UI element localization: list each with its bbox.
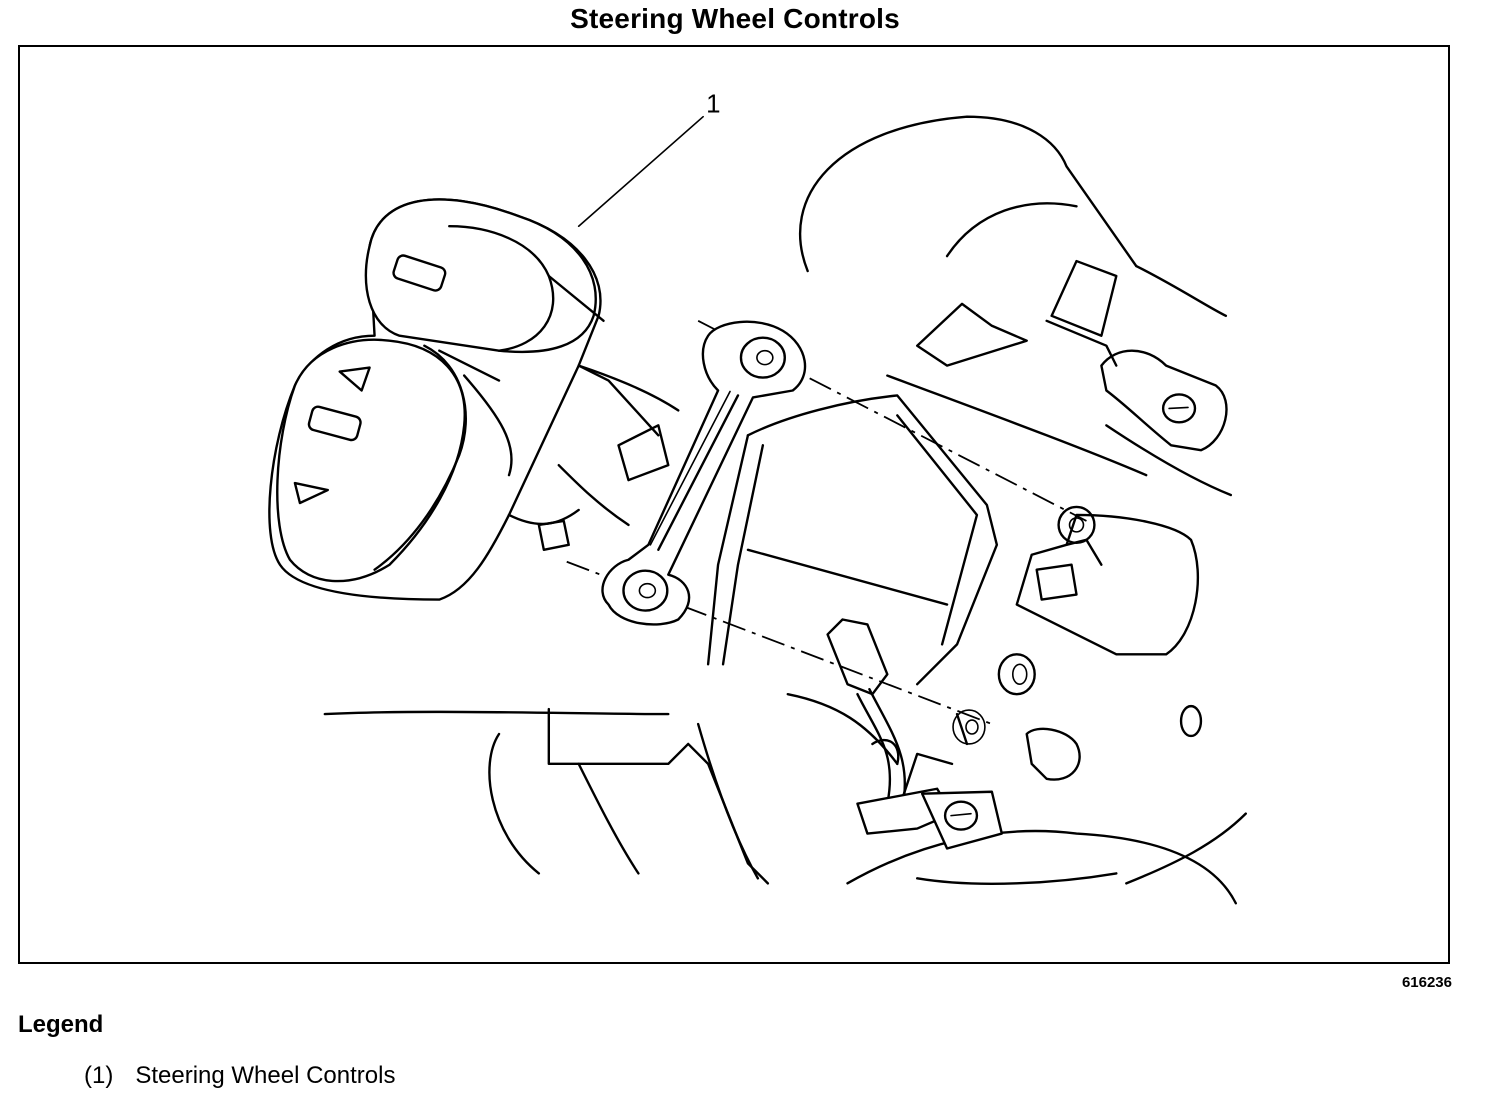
callout-1: 1 xyxy=(577,91,721,228)
legend-list: (1) Steering Wheel Controls xyxy=(84,1062,395,1090)
diagram-frame: 1 xyxy=(18,45,1450,964)
wire-harness xyxy=(826,618,1004,850)
lower-wheel-area xyxy=(323,707,1247,905)
legend-item-number: (1) xyxy=(84,1062,114,1089)
steering-wheel-hub xyxy=(706,115,1233,781)
mounting-bracket xyxy=(601,320,986,745)
alignment-lines xyxy=(566,320,1087,725)
legend-heading: Legend xyxy=(18,1011,104,1038)
steering-wheel-controls-switch xyxy=(268,198,680,601)
callout-1-label: 1 xyxy=(706,91,720,119)
legend-item: (1) Steering Wheel Controls xyxy=(84,1062,395,1090)
figure-number: 616236 xyxy=(1401,974,1452,991)
page-title: Steering Wheel Controls xyxy=(570,3,900,34)
legend-item-text: Steering Wheel Controls xyxy=(135,1062,396,1089)
steering-wheel-controls-illustration: 1 xyxy=(268,91,1247,905)
